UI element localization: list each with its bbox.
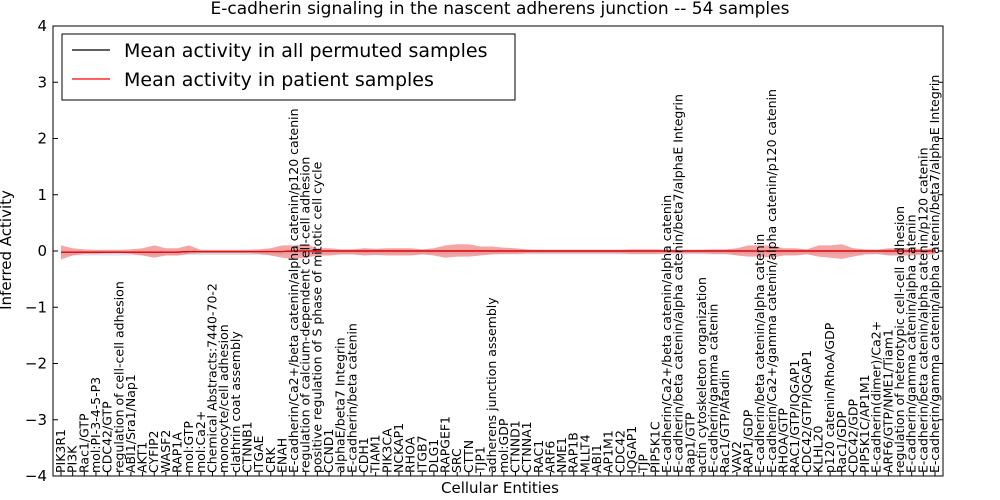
y-tick-label: 3 — [37, 73, 47, 91]
x-tick-label: CTNNA1 — [519, 421, 534, 473]
x-tick-label: Chemical Abstracts:7440-70-2 — [204, 283, 219, 473]
x-tick-label: CRK — [263, 447, 278, 473]
x-tick-label: TJP1 — [473, 446, 488, 474]
y-tick-label: 2 — [37, 130, 47, 148]
legend-box — [61, 33, 516, 101]
x-tick-label: CDC42/GTP — [100, 401, 115, 473]
x-tick-label: alphaE/beta7 Integrin — [333, 337, 348, 473]
x-tick-label: Rac1/GDP — [834, 411, 849, 473]
legend: Mean activity in all permuted samples Me… — [61, 33, 516, 101]
x-axis: PIK3R1PI3KRac1/GTPmol:PI-3-4-5-P3CDC42/G… — [53, 75, 942, 476]
x-tick-label: RHOA — [403, 436, 418, 473]
plot-area — [61, 244, 935, 260]
x-tick-label: E-cadherin/beta catenin/alpha catenin/p1… — [915, 147, 930, 473]
x-tick-label: Rac1/GTP/Afadin — [717, 370, 732, 473]
x-tick-label: NCKAP1 — [391, 423, 406, 473]
x-tick-label: RHOA/GTP — [776, 408, 791, 473]
x-tick-label: VAV2 — [729, 441, 744, 473]
x-tick-label: adherens junction assembly — [484, 297, 499, 473]
x-tick-label: E-cadherin/gamma catenin — [706, 304, 721, 473]
x-tick-label: E-cadherin/Ca2+/beta catenin/alpha caten… — [659, 195, 674, 473]
x-tick-label: IQGAP1 — [624, 426, 639, 473]
y-axis-label: Inferred Activity — [0, 190, 15, 310]
x-tick-label: regulation of calcium-dependent cell-cel… — [298, 157, 313, 473]
x-tick-label: E-cadherin/gamma catenin/alpha catenin — [904, 214, 919, 473]
x-tick-label: ABI1/Sra1/Nap1 — [123, 374, 138, 473]
x-tick-label: CDC42/GTP/IQGAP1 — [799, 350, 814, 473]
y-tick-label: −3 — [25, 411, 47, 429]
y-tick-label: 1 — [37, 186, 47, 204]
x-tick-label: PIP5K1C/AP1M1 — [857, 374, 872, 473]
x-tick-label: monocyte/cell adhesion — [216, 324, 231, 473]
x-tick-label: ENAH — [274, 438, 289, 473]
y-tick-label: −4 — [25, 467, 47, 485]
x-tick-label: mol:PI-3-4-5-P3 — [88, 377, 103, 473]
x-tick-label: mol:Ca2+ — [193, 411, 208, 473]
x-tick-label: CDH1 — [356, 437, 371, 473]
x-tick-label: actin cytoskeleton organization — [694, 277, 709, 473]
x-tick-label: PI3K — [65, 445, 80, 473]
x-tick-label: RAP1/GDP — [741, 409, 756, 473]
x-tick-label: CDC42 — [612, 430, 627, 473]
x-tick-label: Rac1/GTP — [76, 413, 91, 473]
y-tick-label: 4 — [37, 17, 47, 35]
y-tick-label: −1 — [25, 298, 47, 316]
x-tick-label: MLLT4 — [577, 434, 592, 473]
x-tick-label: RAC1/GTP/IQGAP1 — [787, 360, 802, 473]
x-tick-label: E-cadherin(dimer)/Ca2+ — [869, 321, 884, 473]
x-tick-label: TIAM1 — [368, 434, 383, 474]
x-tick-label: RAP1A — [170, 432, 185, 473]
x-tick-label: E-cadherin/Ca2+/gamma catenin/alpha cate… — [764, 89, 779, 473]
x-tick-label: ARF6 — [542, 441, 557, 473]
x-tick-label: CCND1 — [321, 429, 336, 473]
x-axis-label: Cellular Entities — [441, 479, 559, 497]
x-tick-label: ARF6/GTP/NME1/Tiam1 — [880, 329, 895, 473]
x-tick-label: regulation of heterotypic cell-cell adhe… — [892, 206, 907, 473]
x-tick-label: clathrin coat assembly — [228, 331, 243, 473]
x-tick-label: AP1M1 — [601, 430, 616, 473]
x-tick-label: CTNNB1 — [239, 421, 254, 473]
x-tick-label: ABI1 — [589, 444, 604, 473]
x-tick-label: SRC — [449, 448, 464, 473]
x-tick-label: TJP — [636, 454, 651, 474]
x-tick-label: regulation of cell-cell adhesion — [111, 281, 126, 473]
x-tick-label: RAP1B — [566, 432, 581, 473]
x-tick-label: mol:GDP — [496, 418, 511, 473]
x-tick-label: E-cadherin/beta catenin — [344, 323, 359, 473]
legend-label-patient: Mean activity in patient samples — [124, 69, 434, 91]
x-tick-label: RAPGEF1 — [438, 416, 453, 473]
x-tick-label: ITGB7 — [414, 435, 429, 473]
x-tick-label: mol:GTP — [181, 421, 196, 473]
x-tick-label: Rap1/GTP — [682, 412, 697, 473]
x-tick-label: positive regulation of S phase of mitoti… — [309, 161, 324, 473]
x-tick-label: CTNND1 — [507, 420, 522, 473]
y-tick-label: 0 — [37, 242, 47, 260]
patient-band — [61, 244, 935, 260]
x-tick-label: DLG1 — [426, 439, 441, 473]
x-tick-label: PIK3CA — [379, 428, 394, 473]
x-tick-label: E-cadherin/beta catenin/alpha catenin — [752, 234, 767, 473]
x-tick-label: CTTN — [461, 440, 476, 473]
legend-label-permuted: Mean activity in all permuted samples — [124, 40, 487, 62]
x-tick-label: ITGAE — [251, 435, 266, 473]
series-line-patient — [61, 250, 935, 253]
x-tick-label: E-cadherin/Ca2+/beta catenin/alpha caten… — [286, 108, 301, 473]
x-tick-label: KLHL20 — [810, 426, 825, 473]
x-tick-label: E-cadherin/beta catenin/alpha catenin/be… — [671, 94, 686, 473]
x-tick-label: CDC42/GDP — [845, 398, 860, 473]
x-tick-label: E-cadherin/gamma catenin/alpha catenin/b… — [927, 75, 942, 473]
chart-title: E-cadherin signaling in the nascent adhe… — [211, 0, 790, 19]
x-tick-label: WASF2 — [158, 430, 173, 473]
y-axis: 4 3 2 1 0 −1 −2 −3 −4 — [25, 17, 943, 485]
x-tick-label: RAC1 — [531, 440, 546, 473]
y-tick-label: −2 — [25, 355, 47, 373]
x-tick-label: NME1 — [554, 437, 569, 473]
x-tick-label: AKT1 — [135, 442, 150, 473]
x-tick-label: PIK3R1 — [53, 429, 68, 473]
x-tick-label: CYFIP2 — [146, 430, 161, 473]
x-tick-label: PIP5K1C — [647, 421, 662, 473]
x-tick-label: p120 catenin/RhoA/GDP — [822, 322, 837, 473]
